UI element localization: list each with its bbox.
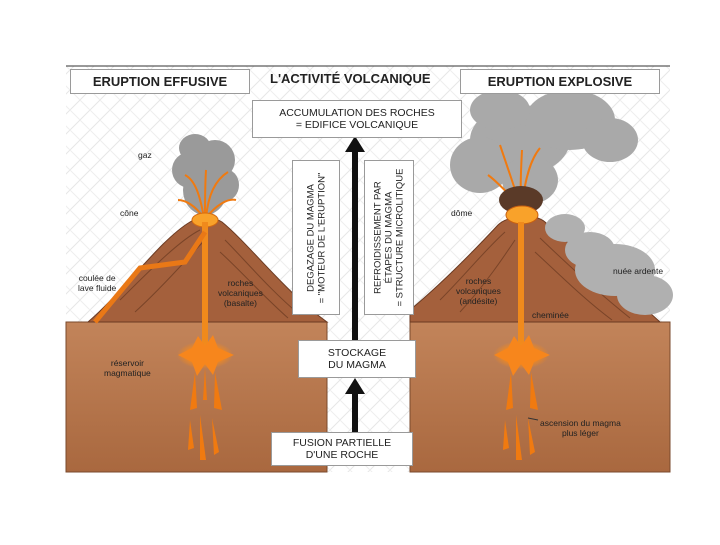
refroidissement-line-3: = STRUCTURE MICROLITIQUE xyxy=(394,168,406,307)
title-left-text: ERUPTION EFFUSIVE xyxy=(92,74,228,89)
reservoir-line-2: magmatique xyxy=(104,368,151,378)
ascension-line-1: ascension du magma xyxy=(540,418,621,428)
fusion-line-2: D'UNE ROCHE xyxy=(305,449,379,461)
label-roches-basalte: roches volcaniques (basalte) xyxy=(218,278,263,308)
label-dome: dôme xyxy=(451,208,473,218)
roches-left-line-3: (basalte) xyxy=(223,298,257,308)
nuee-ardente-cloud xyxy=(545,214,673,315)
right-conduit xyxy=(518,222,524,352)
stockage-line-1: STOCKAGE xyxy=(327,347,387,359)
title-right-text: ERUPTION EXPLOSIVE xyxy=(487,74,633,89)
box-degazage: DEGAZAGE DU MAGMA = "MOTEUR DE L'ERUPTIO… xyxy=(292,160,340,315)
label-coulee: coulée de lave fluide xyxy=(78,273,116,293)
roches-right-line-1: roches xyxy=(465,276,492,286)
right-ground-block xyxy=(409,321,671,473)
box-refroidissement: REFROIDISSEMENT PAR ÉTAPES DU MAGMA = ST… xyxy=(364,160,414,315)
roches-right-line-2: volcaniques xyxy=(456,286,501,296)
label-reservoir: réservoir magmatique xyxy=(104,358,151,378)
lower-arrow-shaft xyxy=(352,392,358,432)
left-conduit xyxy=(202,222,208,350)
roches-right-line-3: (andésite) xyxy=(459,296,498,306)
label-roches-andesite: roches volcaniques (andésite) xyxy=(456,276,501,306)
degazage-line-2: = "MOTEUR DE L'ERUPTION" xyxy=(316,172,328,303)
fusion-line-1: FUSION PARTIELLE xyxy=(292,437,392,449)
right-smoke-cloud xyxy=(450,90,638,204)
right-volcano xyxy=(409,90,673,460)
left-lava-flow xyxy=(93,230,208,324)
refroidissement-line-1: REFROIDISSEMENT PAR xyxy=(372,181,384,294)
label-gaz: gaz xyxy=(138,150,152,160)
coulee-line-1: coulée de xyxy=(78,273,116,283)
upper-arrow-shaft xyxy=(352,150,358,340)
coulee-line-2: lave fluide xyxy=(78,283,117,293)
right-reservoir xyxy=(493,335,550,460)
label-ascension: ascension du magma plus léger xyxy=(540,418,621,438)
left-volcano xyxy=(86,134,329,460)
left-reservoir xyxy=(177,335,234,460)
center-arrows xyxy=(345,136,365,432)
label-cheminee: cheminée xyxy=(532,310,569,320)
roches-left-line-2: volcaniques xyxy=(218,288,263,298)
title-activite-volcanique: L'ACTIVITÉ VOLCANIQUE xyxy=(270,71,431,86)
label-cone: cône xyxy=(120,208,139,218)
accumulation-line-1: ACCUMULATION DES ROCHES xyxy=(279,107,435,119)
accumulation-line-2: = EDIFICE VOLCANIQUE xyxy=(295,119,419,131)
box-stockage: STOCKAGE DU MAGMA xyxy=(298,340,416,378)
title-eruption-effusive: ERUPTION EFFUSIVE xyxy=(70,69,250,94)
degazage-line-1: DEGAZAGE DU MAGMA xyxy=(305,183,317,292)
box-fusion: FUSION PARTIELLE D'UNE ROCHE xyxy=(271,432,413,466)
box-accumulation: ACCUMULATION DES ROCHES = EDIFICE VOLCAN… xyxy=(252,100,462,138)
lower-arrow-head xyxy=(345,378,365,394)
reservoir-line-1: réservoir xyxy=(110,358,144,368)
ascension-line-2: plus léger xyxy=(561,428,599,438)
stockage-line-2: DU MAGMA xyxy=(328,359,386,371)
right-dome xyxy=(505,205,539,225)
label-nuee-ardente: nuée ardente xyxy=(613,266,664,276)
upper-arrow-head xyxy=(345,136,365,152)
title-eruption-explosive: ERUPTION EXPLOSIVE xyxy=(460,69,660,94)
refroidissement-line-2: ÉTAPES DU MAGMA xyxy=(383,191,395,284)
roches-left-line-1: roches xyxy=(227,278,254,288)
